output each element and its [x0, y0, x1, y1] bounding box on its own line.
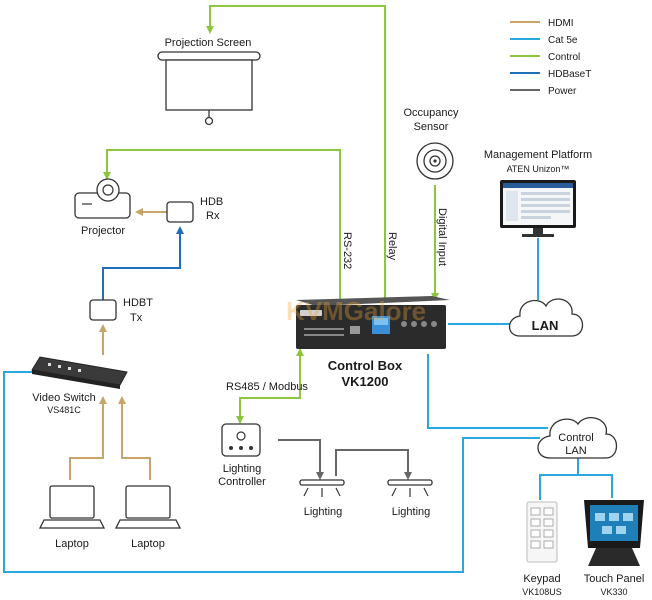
lighting-1-label: Lighting [304, 506, 343, 518]
lighting-2: Lighting [387, 479, 433, 518]
relay-line [206, 5, 386, 298]
touch-panel-model: VK330 [600, 587, 627, 597]
power-line-1 [278, 439, 324, 480]
projector-label: Projector [81, 225, 125, 237]
control-box-label: Control Box [328, 358, 403, 373]
occupancy-label-2: Sensor [414, 121, 449, 133]
lan-label: LAN [532, 318, 559, 333]
cat5e-controlbox-controllan [427, 354, 548, 429]
hdmi-laptop1 [69, 396, 107, 480]
video-switch: Video Switch VS481C [31, 356, 128, 415]
keypad-label: Keypad [523, 573, 560, 585]
lighting-controller: Lighting Controller [218, 423, 266, 488]
hdbt-tx: HDBT Tx [89, 297, 153, 324]
cat5e-controllan-keypad [539, 458, 579, 500]
hdb-rx: HDB Rx [166, 196, 223, 223]
lighting-controller-label-2: Controller [218, 476, 266, 488]
laptop-2-label: Laptop [131, 538, 165, 550]
control-box: Control Box VK1200 [296, 296, 450, 389]
mgmt-sublabel: ATEN Unizon™ [507, 164, 570, 174]
occupancy-sensor: Occupancy Sensor [403, 107, 459, 180]
projector-lens [96, 178, 120, 202]
control-lan-label-2: LAN [565, 445, 586, 457]
hdbt-tx-label-2: Tx [130, 312, 143, 324]
rs485-line [236, 356, 301, 424]
rs232-line [103, 149, 341, 300]
cat5e-video-switch [3, 371, 540, 573]
video-switch-label: Video Switch [32, 392, 95, 404]
projector: Projector [74, 178, 131, 237]
cat5e-controllan-touchpanel [577, 458, 613, 498]
control-lan-label-1: Control [558, 432, 593, 444]
watermark: KVMGalore [286, 296, 426, 326]
lighting-2-label: Lighting [392, 506, 431, 518]
legend: HDMI Cat 5e Control HDBaseT Power [510, 18, 591, 97]
hdbaset-line [102, 226, 184, 300]
lighting-1: Lighting [299, 479, 345, 518]
hdmi-laptop2 [118, 396, 151, 480]
rs485-label: RS485 / Modbus [226, 381, 308, 393]
control-box-top [296, 296, 450, 306]
projection-screen: Projection Screen [157, 37, 261, 126]
control-box-model: VK1200 [342, 374, 389, 389]
lighting-controller-label-1: Lighting [223, 463, 262, 475]
hdb-rx-label-2: Rx [206, 210, 220, 222]
touch-panel: Touch Panel VK330 [584, 500, 645, 597]
legend-label-power: Power [548, 86, 577, 97]
keypad-model: VK108US [522, 587, 562, 597]
legend-label-hdmi: HDMI [548, 18, 574, 29]
screen-surface [165, 59, 253, 111]
control-box-front [296, 305, 446, 349]
legend-label-cat5e: Cat 5e [548, 35, 578, 46]
hdb-rx-box [166, 201, 194, 223]
keypad: Keypad VK108US [522, 501, 562, 597]
control-lan-cloud: Control LAN [537, 417, 618, 459]
power-line-2 [335, 449, 412, 480]
rs485-arrow-up [296, 348, 304, 356]
legend-label-hdbaset: HDBaseT [548, 69, 591, 80]
projection-screen-label: Projection Screen [165, 37, 252, 49]
laptop-1: Laptop [38, 485, 106, 550]
screen-top-bar [157, 51, 261, 61]
digital-input-label: Digital Input [436, 208, 448, 266]
relay-label: Relay [386, 232, 398, 261]
laptop-2: Laptop [114, 485, 182, 550]
occupancy-label-1: Occupancy [403, 107, 459, 119]
lan-cloud: LAN [508, 298, 584, 337]
laptop-1-label: Laptop [55, 538, 89, 550]
hdbt-tx-box [89, 299, 117, 321]
legend-label-control: Control [548, 52, 580, 63]
touch-panel-label: Touch Panel [584, 573, 645, 585]
management-platform: Management Platform ATEN Unizon™ [484, 149, 592, 237]
mgmt-label: Management Platform [484, 149, 592, 161]
rs232-label: RS-232 [341, 232, 353, 269]
hdbt-tx-label-1: HDBT [123, 297, 153, 309]
video-switch-model: VS481C [47, 405, 81, 415]
hdb-rx-label-1: HDB [200, 196, 223, 208]
